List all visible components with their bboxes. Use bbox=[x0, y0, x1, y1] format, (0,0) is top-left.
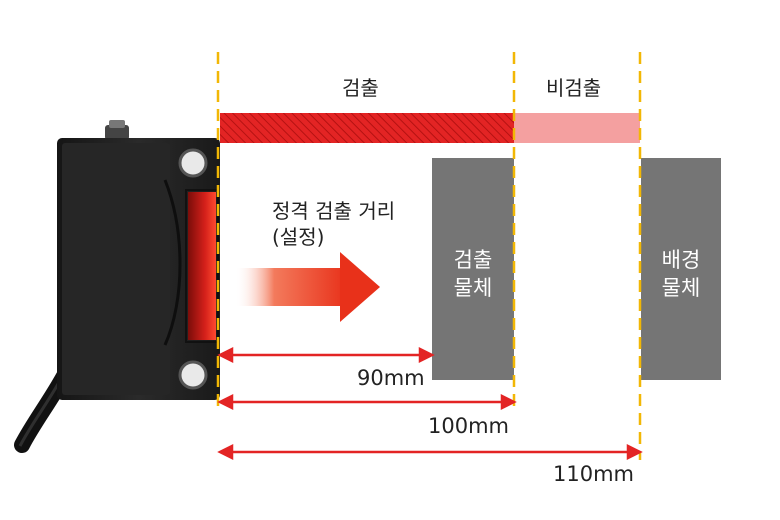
background-object-line1: 배경 bbox=[661, 248, 701, 272]
detect-zone-bar bbox=[220, 113, 514, 143]
sensor-body bbox=[57, 120, 220, 400]
detect-zone-label: 검출 bbox=[342, 76, 379, 100]
detected-object-line2: 물체 bbox=[453, 276, 493, 300]
dim-label-110: 110mm bbox=[553, 462, 634, 486]
detected-object-line1: 검출 bbox=[453, 248, 493, 272]
dimension-lines bbox=[217, 346, 643, 461]
background-object-line2: 물체 bbox=[661, 276, 701, 300]
mount-hole-bottom bbox=[178, 360, 208, 390]
nondetect-zone-bar bbox=[514, 113, 640, 143]
rated-distance-line2: (설정) bbox=[272, 225, 325, 249]
mount-hole-top bbox=[178, 148, 208, 178]
dim-label-90: 90mm bbox=[357, 366, 425, 390]
background-object-label: 배경 물체 bbox=[641, 246, 721, 302]
dim-label-100: 100mm bbox=[428, 414, 509, 438]
nondetect-zone-label: 비검출 bbox=[546, 76, 602, 100]
detected-object-label: 검출 물체 bbox=[432, 246, 514, 302]
emitter-window bbox=[188, 192, 216, 340]
guide-lines bbox=[216, 52, 642, 460]
rated-distance-line1: 정격 검출 거리 bbox=[272, 199, 396, 223]
background-object bbox=[641, 158, 721, 380]
detected-object bbox=[432, 158, 514, 380]
rated-distance-label: 정격 검출 거리 (설정) bbox=[272, 198, 395, 250]
rated-distance-arrow bbox=[235, 252, 380, 322]
